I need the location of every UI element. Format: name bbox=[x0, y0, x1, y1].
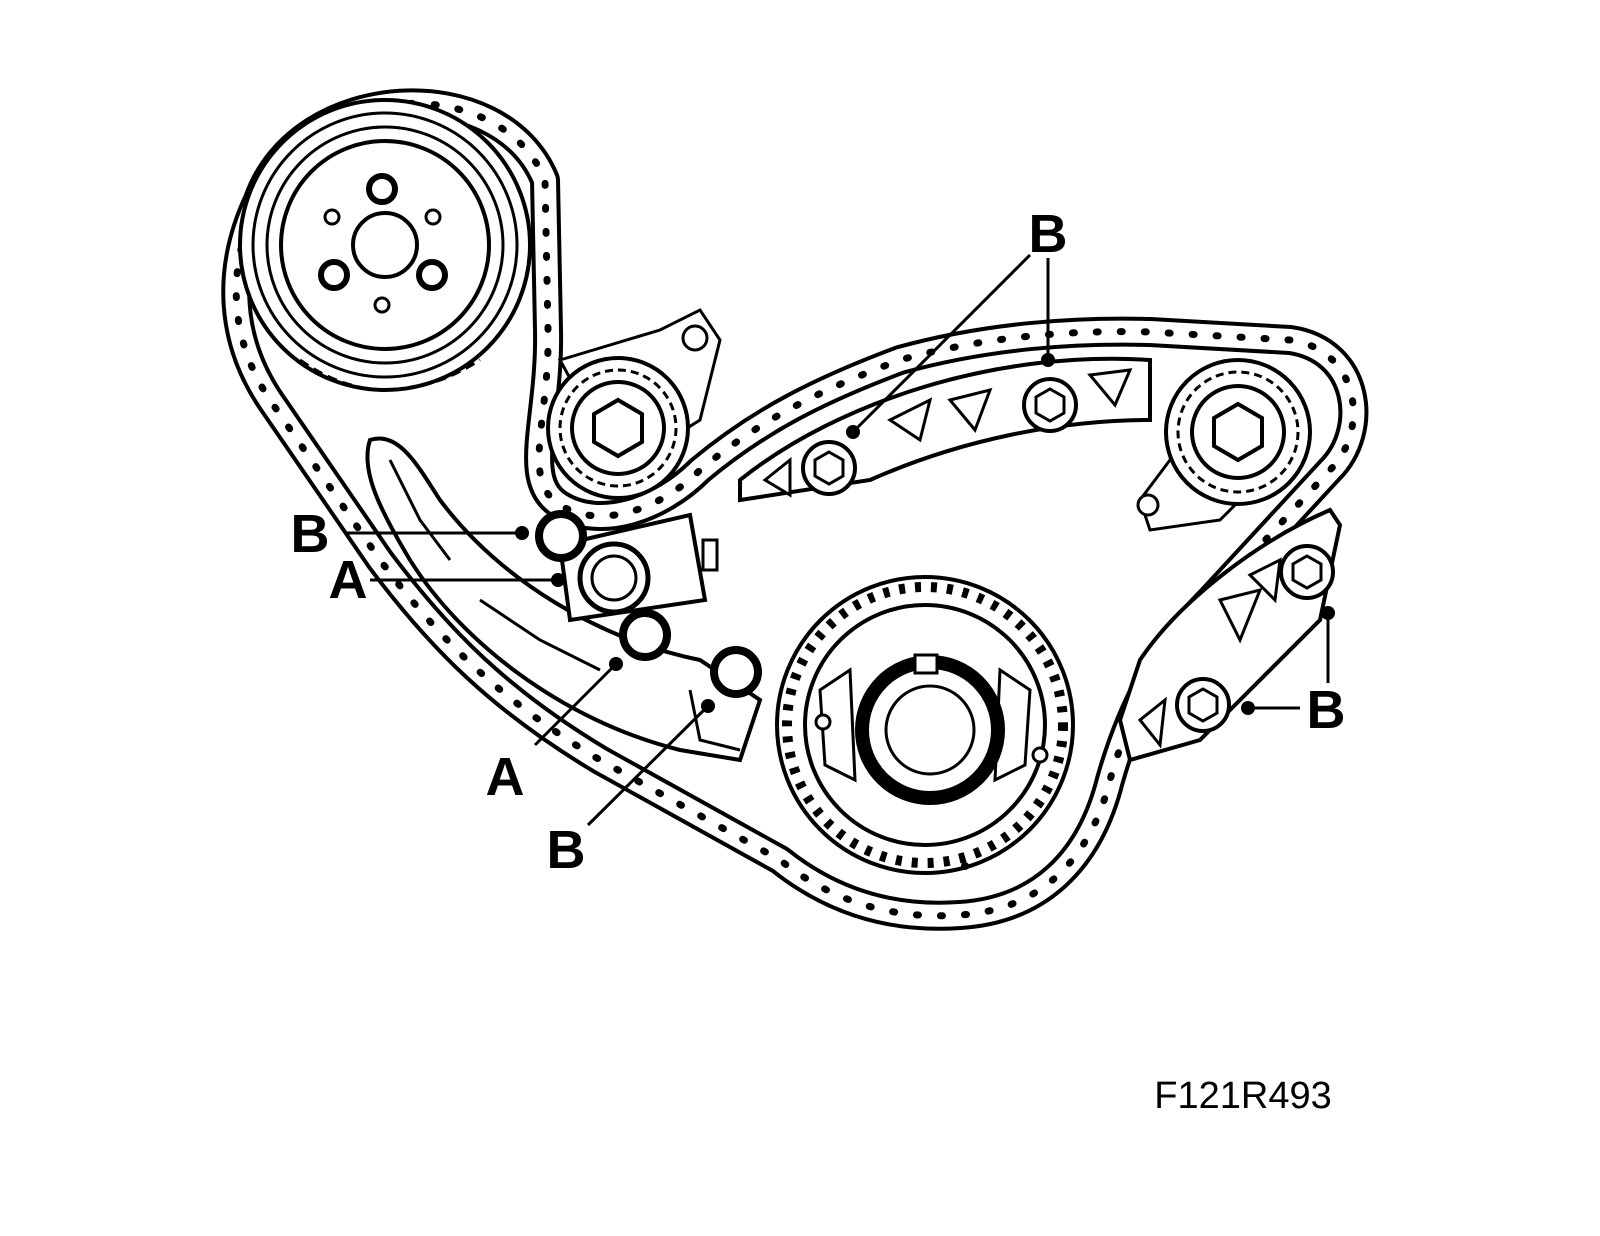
chain-tensioner bbox=[535, 510, 762, 698]
crank-sprocket bbox=[775, 575, 1075, 875]
upper-chain-guide bbox=[738, 356, 1152, 503]
callout-b-lower-guide: B bbox=[547, 820, 586, 880]
callout-b-right-guide: B bbox=[1307, 680, 1346, 740]
callout-a-tensioner-lower: A bbox=[486, 747, 525, 807]
leader-lines bbox=[345, 253, 1330, 827]
leader-dots bbox=[515, 353, 1335, 715]
callout-b-tensioner: B bbox=[291, 504, 330, 564]
left-tensioner-guide bbox=[365, 436, 763, 763]
upper-left-sprocket bbox=[238, 98, 532, 392]
left-center-sprocket bbox=[546, 308, 722, 500]
figure-reference: F121R493 bbox=[1154, 1075, 1331, 1117]
right-chain-guide bbox=[1117, 507, 1343, 763]
callout-b-top: B bbox=[1029, 204, 1068, 264]
right-sprocket bbox=[1136, 358, 1312, 532]
callout-a-tensioner-upper: A bbox=[329, 550, 368, 610]
